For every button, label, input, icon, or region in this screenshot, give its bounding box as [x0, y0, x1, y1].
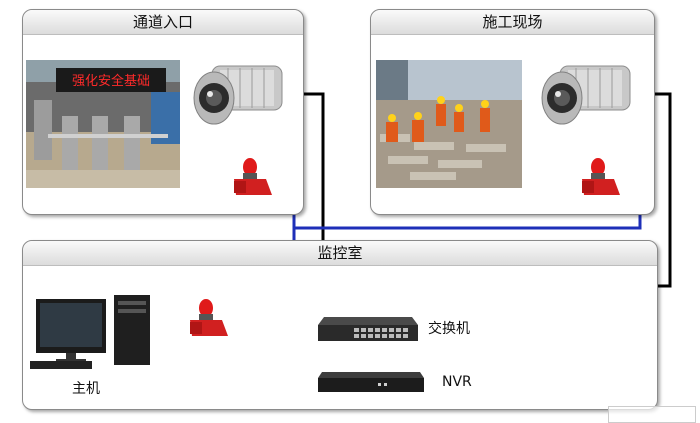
nvr-label: NVR — [442, 374, 472, 390]
entrance-camera — [190, 58, 296, 130]
entrance-photo: 强化安全基础 — [26, 60, 180, 188]
site-camera — [538, 58, 644, 130]
site-panel-title: 施工现场 — [371, 10, 654, 35]
nvr-device — [318, 370, 424, 394]
entrance-panel-title: 通道入口 — [23, 10, 303, 35]
construction-site-photo — [376, 60, 522, 188]
switch-label: 交换机 — [428, 321, 470, 337]
host-computer — [30, 295, 155, 370]
watermark — [608, 406, 696, 423]
site-alarm-light — [580, 155, 622, 197]
entrance-alarm-light — [232, 155, 274, 197]
entrance-banner-text: 强化安全基础 — [72, 73, 150, 89]
network-switch — [318, 315, 418, 343]
host-label: 主机 — [72, 381, 100, 397]
control-room-panel-title: 监控室 — [23, 241, 657, 266]
control-alarm-light — [188, 298, 230, 338]
